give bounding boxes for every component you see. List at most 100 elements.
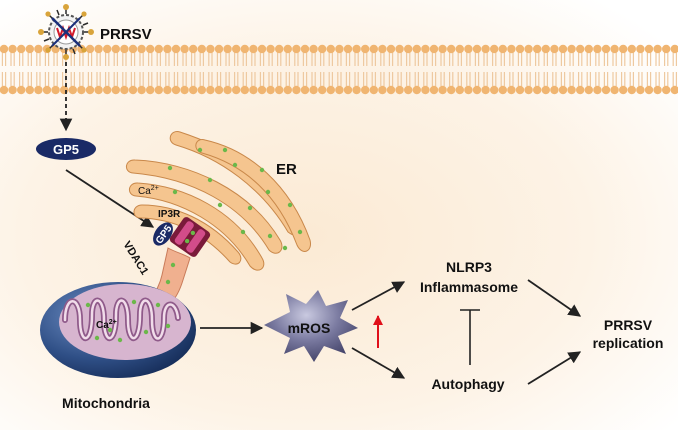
lipid-head	[326, 44, 335, 54]
lipid-head	[0, 85, 9, 95]
lipid-head	[292, 44, 301, 54]
lipid-head	[326, 85, 335, 95]
lipid-head	[180, 85, 189, 95]
lipid-head	[636, 85, 645, 95]
lipid-head	[644, 44, 654, 54]
lipid-head	[137, 85, 146, 95]
lipid-head	[576, 44, 585, 54]
er-calcium-dots	[167, 147, 303, 251]
lipid-head	[472, 85, 482, 95]
lipid-head	[653, 44, 662, 54]
lipid-head	[438, 44, 447, 54]
lipid-head	[421, 85, 430, 95]
lipid-head	[481, 85, 490, 95]
lipid-head	[567, 85, 576, 95]
lipid-head	[533, 44, 542, 54]
lipid-head	[593, 85, 602, 95]
lipid-head	[232, 44, 241, 54]
lipid-head	[257, 85, 267, 95]
gp5-protein-oval	[36, 138, 96, 160]
lipid-head	[8, 85, 17, 95]
lipid-head	[515, 44, 525, 54]
lipid-head	[163, 85, 172, 95]
ip3r-label: IP3R	[158, 209, 181, 220]
mitochondrion	[40, 282, 196, 378]
lipid-head	[653, 85, 662, 95]
lipid-head	[103, 44, 112, 54]
lipid-head	[318, 44, 327, 54]
lipid-head	[412, 44, 421, 54]
lipid-head	[249, 85, 258, 95]
lipid-head	[490, 85, 499, 95]
lipid-head	[232, 85, 241, 95]
lipid-head	[171, 85, 181, 95]
lipid-head	[464, 44, 473, 54]
lipid-head	[266, 44, 275, 54]
lipid-head	[94, 85, 103, 95]
lipid-head	[662, 85, 671, 95]
lipid-head	[240, 85, 249, 95]
lipid-head	[533, 85, 542, 95]
lipid-head	[619, 85, 628, 95]
lipid-head	[275, 44, 284, 54]
mros-label: mROS	[288, 320, 331, 336]
lipid-head	[120, 44, 129, 54]
lipid-head	[25, 85, 34, 95]
lipid-head	[335, 44, 344, 54]
lipid-head	[352, 44, 361, 54]
lipid-head	[343, 44, 353, 54]
lipid-head	[257, 44, 267, 54]
lipid-head	[644, 85, 654, 95]
lipid-head	[404, 44, 413, 54]
lipid-head	[361, 44, 370, 54]
lipid-head	[180, 44, 189, 54]
lipid-head	[601, 44, 611, 54]
lipid-head	[584, 85, 593, 95]
lipid-head	[163, 44, 172, 54]
lipid-head	[404, 85, 413, 95]
lipid-head	[619, 44, 628, 54]
lipid-head	[17, 44, 26, 54]
lipid-head	[240, 44, 249, 54]
lipid-head	[627, 85, 636, 95]
lipid-head	[77, 85, 86, 95]
mito-calcium-label: Ca2+	[96, 319, 117, 331]
lipid-head	[455, 85, 464, 95]
lipid-head	[111, 44, 121, 54]
virus-label: PRRSV	[100, 26, 152, 43]
lipid-head	[601, 85, 611, 95]
lipid-head	[670, 44, 678, 54]
lipid-head	[447, 85, 456, 95]
lipid-head	[490, 44, 499, 54]
lipid-head	[395, 44, 404, 54]
lipid-head	[59, 85, 69, 95]
lipid-head	[429, 85, 439, 95]
lipid-head	[464, 85, 473, 95]
lipid-head	[197, 44, 206, 54]
lipid-head	[206, 44, 215, 54]
lipid-head	[103, 85, 112, 95]
lipid-head	[128, 85, 138, 95]
lipid-head	[627, 44, 636, 54]
lipid-head	[524, 44, 533, 54]
lipid-head	[481, 44, 490, 54]
lipid-head	[507, 85, 516, 95]
lipid-head	[300, 44, 310, 54]
lipid-head	[25, 44, 34, 54]
lipid-head	[541, 44, 550, 54]
lipid-head	[214, 44, 224, 54]
lipid-head	[593, 44, 602, 54]
mros-to-autophagy-arrow	[351, 347, 406, 379]
lipid-head	[189, 44, 198, 54]
lipid-head	[171, 44, 181, 54]
lipid-head	[386, 85, 396, 95]
lipid-head	[412, 85, 421, 95]
lipid-head	[146, 44, 155, 54]
lipid-head	[8, 44, 17, 54]
nlrp3-label: NLRP3	[446, 259, 492, 275]
lipid-head	[455, 44, 464, 54]
lipid-head	[223, 85, 232, 95]
gp5-label: GP5	[53, 142, 79, 157]
